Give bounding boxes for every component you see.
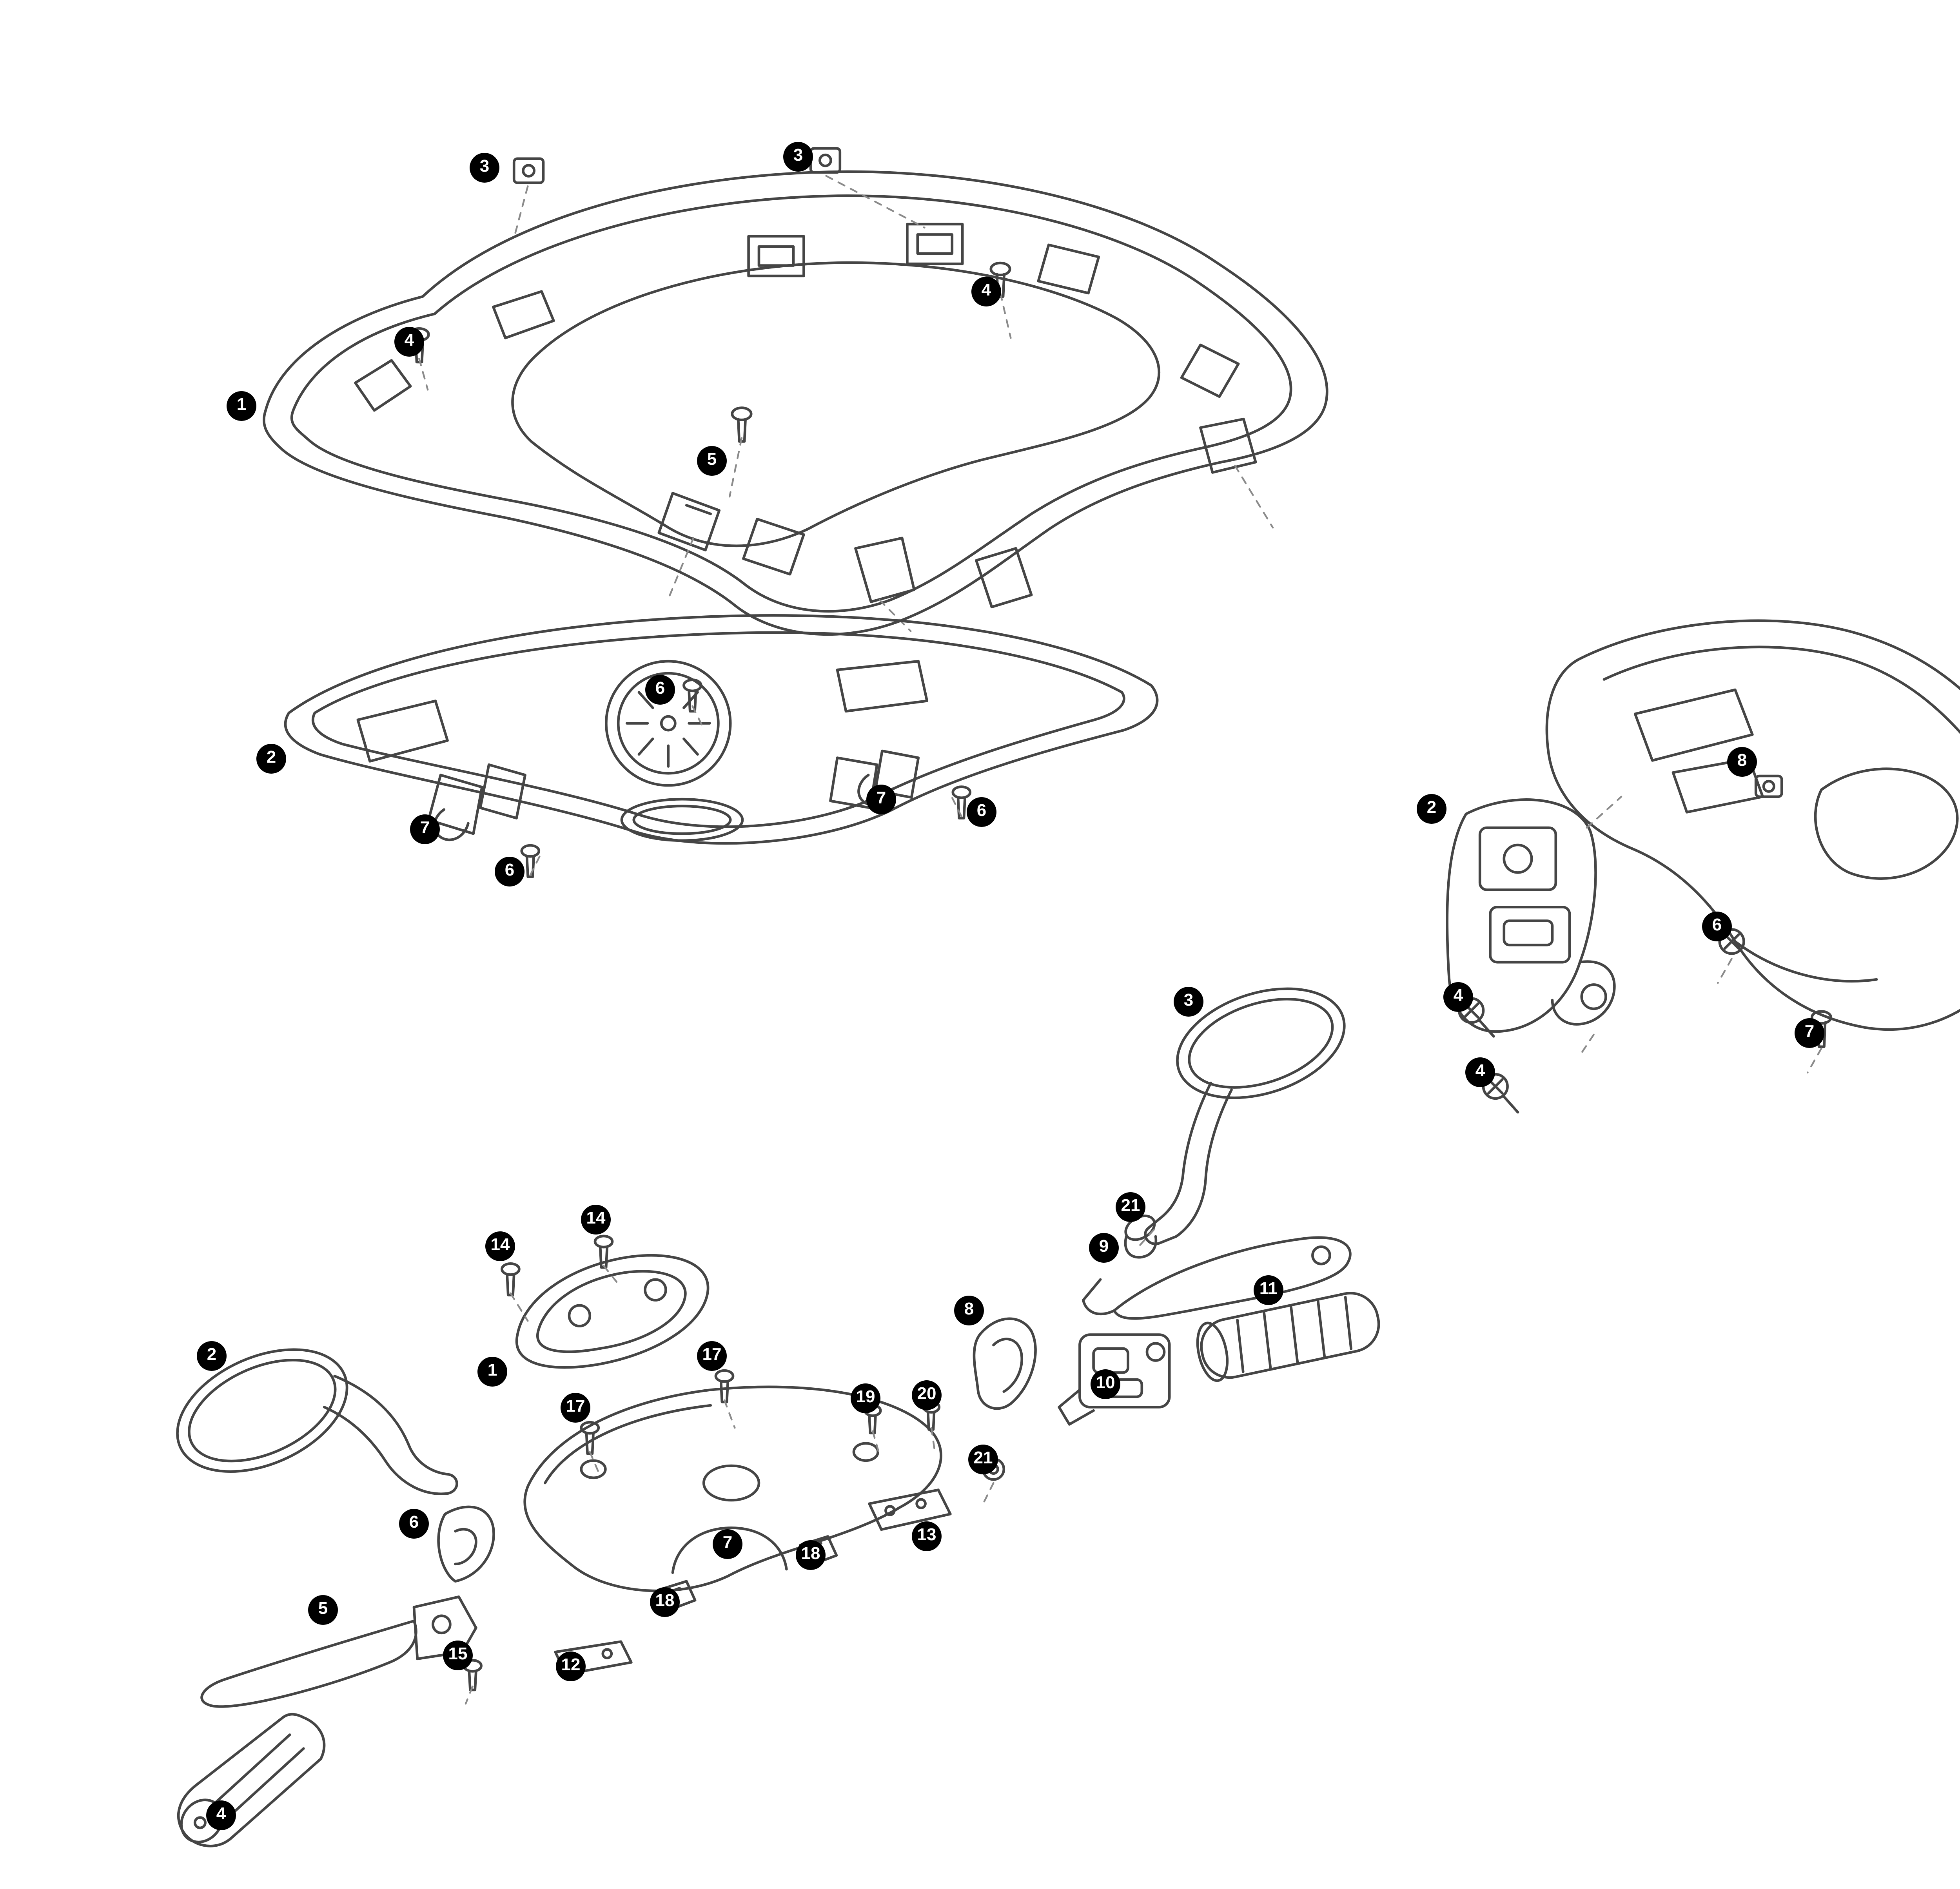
callout-rear-cover-7-6: 7 (1795, 1018, 1824, 1048)
inner-cover-outer-edge (284, 614, 1159, 845)
callout-handlebar-controls-7-14: 7 (713, 1529, 742, 1559)
callout-handlebar-controls-1-6: 1 (477, 1357, 507, 1387)
callout-front-cover-1-0: 1 (227, 391, 256, 421)
callout-handlebar-controls-17-8: 17 (561, 1393, 590, 1423)
mirror-right-stem (1144, 1081, 1233, 1245)
callout-handlebar-controls-19-18: 19 (851, 1383, 880, 1413)
callout-handlebar-controls-2-0: 2 (197, 1341, 227, 1371)
handlebar-assembly-drawing (176, 987, 1380, 1847)
screw-17-a-icon (714, 1369, 735, 1403)
rear-cover (1545, 619, 1960, 1031)
left-lever (200, 1595, 477, 1708)
callout-handlebar-controls-15-11: 15 (443, 1641, 473, 1670)
brake-lever-right (1082, 1236, 1352, 1320)
callout-rear-cover-4-8: 4 (1465, 1057, 1495, 1087)
nut-3-right-icon (809, 147, 842, 174)
mirror-right (1176, 987, 1346, 1099)
callout-handlebar-controls-8-21: 8 (954, 1296, 984, 1325)
callout-handlebar-controls-14-4: 14 (485, 1231, 515, 1261)
screw-6-a-icon (682, 678, 702, 713)
callout-inner-cover-6-5: 6 (967, 797, 996, 827)
screw-14-a-icon (501, 1262, 521, 1296)
callout-rear-cover-6-5: 6 (1702, 912, 1732, 941)
callout-handlebar-controls-4-12: 4 (206, 1800, 236, 1830)
leader-lines (465, 1227, 1157, 1705)
callout-handlebar-controls-11-23: 11 (1254, 1275, 1283, 1305)
screw-5-icon (731, 406, 753, 443)
mirror-left-stem (323, 1374, 458, 1495)
nut-8-a-icon (1754, 774, 1783, 798)
callout-handlebar-controls-3-1: 3 (1174, 987, 1203, 1017)
callout-front-cover-3-2: 3 (783, 142, 813, 172)
inner-cover-drawing (284, 614, 1159, 878)
callout-inner-cover-2-0: 2 (256, 744, 286, 774)
callout-rear-cover-2-1: 2 (1417, 794, 1446, 824)
callout-handlebar-controls-18-16: 18 (796, 1540, 826, 1570)
callout-handlebar-controls-6-9: 6 (399, 1509, 429, 1539)
leader-lines (418, 175, 1274, 632)
callout-handlebar-controls-9-3: 9 (1089, 1233, 1119, 1263)
callout-front-cover-4-3: 4 (394, 327, 424, 357)
front-cover-opening (511, 261, 1161, 547)
throttle-grip (1196, 1292, 1380, 1382)
upper-cover-small (515, 1254, 710, 1369)
callout-handlebar-controls-20-19: 20 (912, 1380, 942, 1410)
switch-housing-left (1446, 798, 1616, 1033)
left-grip (177, 1713, 326, 1847)
clamp-bracket-8 (973, 1317, 1037, 1410)
front-cover-drawing (263, 147, 1328, 636)
callout-rear-cover-8-2: 8 (1727, 747, 1757, 777)
callout-handlebar-controls-10-22: 10 (1091, 1369, 1120, 1399)
callout-inner-cover-6-3: 6 (495, 857, 524, 886)
callout-front-cover-3-1: 3 (470, 153, 499, 183)
screw-6-b-icon (520, 844, 541, 878)
front-cover-outer-edge (263, 170, 1328, 636)
callout-rear-cover-4-7: 4 (1443, 982, 1473, 1012)
leader-lines (529, 705, 962, 876)
callout-handlebar-controls-21-20: 21 (968, 1445, 998, 1474)
screw-14-b-icon (593, 1235, 614, 1269)
callout-front-cover-4-4: 4 (971, 277, 1001, 306)
callout-handlebar-controls-5-10: 5 (308, 1595, 338, 1625)
clamp-plate-13 (868, 1488, 952, 1531)
callout-handlebar-controls-12-13: 12 (556, 1652, 586, 1681)
screw-6-c-icon (951, 785, 972, 819)
nut-3-left-icon (512, 157, 545, 184)
callout-handlebar-controls-18-15: 18 (650, 1587, 680, 1617)
callout-handlebar-controls-17-7: 17 (697, 1341, 727, 1371)
callout-handlebar-controls-21-2: 21 (1116, 1192, 1145, 1222)
leader-lines (1579, 796, 1822, 1073)
callout-inner-cover-7-2: 7 (410, 814, 440, 844)
mirror-left (176, 1348, 348, 1473)
callout-handlebar-controls-14-5: 14 (581, 1205, 611, 1235)
callout-handlebar-controls-13-17: 13 (912, 1521, 942, 1551)
lower-cover (523, 1385, 942, 1592)
lever-bracket-6 (437, 1505, 495, 1583)
callout-inner-cover-6-1: 6 (645, 675, 675, 705)
callout-front-cover-5-5: 5 (697, 446, 727, 476)
callout-inner-cover-7-4: 7 (866, 785, 896, 814)
rear-cover-drawing (1446, 619, 1960, 1114)
